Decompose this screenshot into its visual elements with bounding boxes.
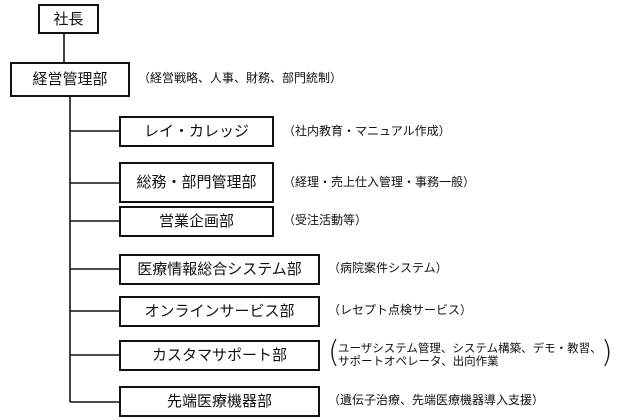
department-label-7: 先端医療機器部 (166, 392, 272, 410)
department-box-7: 先端医療機器部 (119, 386, 320, 417)
department-label-6: カスタマサポート部 (151, 346, 287, 364)
department-box-6: カスタマサポート部 (119, 340, 320, 371)
department-note-6-open-paren: ( (328, 335, 340, 370)
department-note-4: （病院案件システム） (328, 261, 448, 275)
president-box: 社長 (38, 4, 99, 34)
department-box-3: 営業企画部 (119, 206, 274, 237)
department-label-1: レイ・カレッジ (143, 122, 249, 140)
management-note: （経営戦略、人事、財務、部門統制） (138, 71, 343, 85)
department-label-2: 総務・部門管理部 (136, 173, 257, 191)
department-box-2: 総務・部門管理部 (119, 162, 274, 203)
department-note-6-line-2: サポートオペレータ、出向作業 (338, 354, 499, 369)
department-note-7: （遺伝子治療、先端医療機器導入支援） (328, 393, 545, 407)
department-note-6: ( ユーザシステム管理、システム構築、デモ・教習、 サポートオペレータ、出向作業… (328, 338, 613, 369)
department-note-3: （受注活動等） (283, 213, 368, 227)
department-note-2: （経理・売上仕入管理・事務一般） (283, 175, 476, 189)
management-box: 経営管理部 (10, 62, 130, 97)
department-note-6-line-1: ユーザシステム管理、システム構築、デモ・教習、 (338, 341, 602, 355)
department-note-5: （レセプト点検サービス） (328, 303, 473, 317)
department-label-4: 医療情報総合システム部 (137, 260, 302, 278)
department-box-4: 医療情報総合システム部 (119, 254, 320, 285)
department-box-1: レイ・カレッジ (119, 116, 274, 147)
department-box-5: オンラインサービス部 (119, 296, 320, 327)
president-label: 社長 (53, 9, 84, 28)
department-note-6-close-paren: ) (600, 335, 613, 370)
department-label-5: オンラインサービス部 (144, 302, 295, 320)
management-label: 経営管理部 (32, 70, 108, 88)
department-label-3: 営業企画部 (158, 212, 234, 230)
department-note-1: （社内教育・マニュアル作成） (283, 124, 451, 138)
